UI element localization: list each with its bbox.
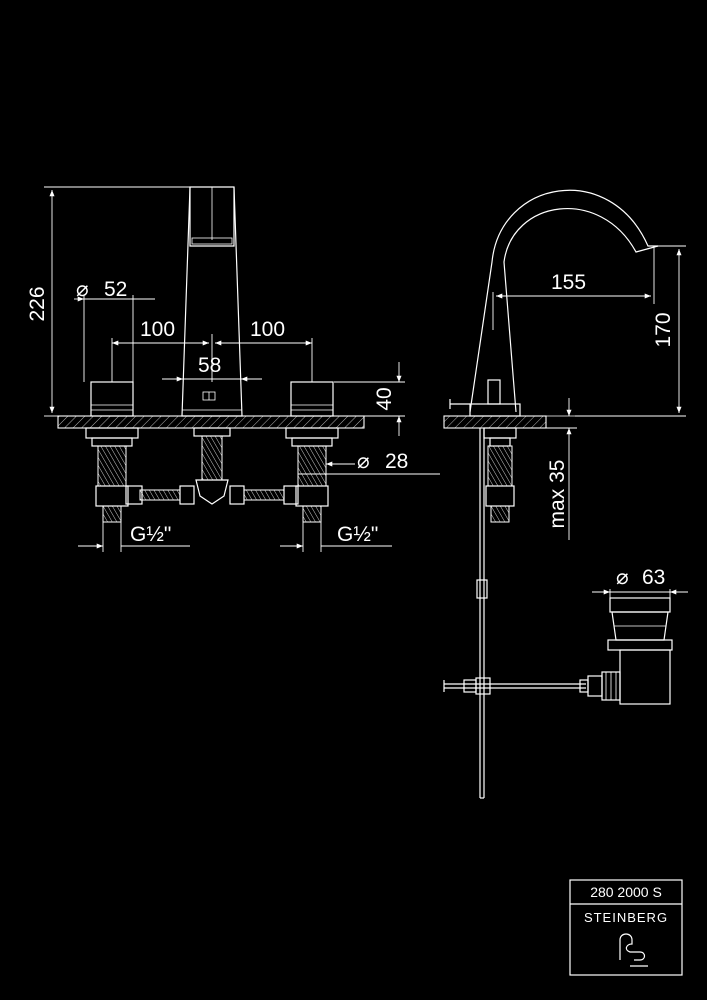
spout-front — [181, 186, 243, 417]
dim-155-label: 155 — [551, 271, 586, 294]
dim-connection-right: G½" — [280, 522, 392, 552]
dim-40: 40 — [334, 362, 405, 436]
dim-spacing: 100 100 — [111, 318, 313, 382]
title-block: 280 2000 S STEINBERG — [569, 879, 683, 976]
dim-28-label: 28 — [385, 450, 408, 473]
diameter-symbol-52: ⌀ — [76, 278, 89, 301]
spout-shank-underdeck — [193, 427, 231, 505]
dim-diameter-52: ⌀ 52 — [74, 278, 155, 382]
steinberg-logo-icon — [619, 933, 648, 967]
countertop-side — [443, 415, 547, 429]
valve-left-underdeck — [85, 427, 139, 523]
dim-g12-left-label: G½" — [130, 523, 171, 546]
countertop-front — [57, 415, 365, 429]
popup-rod — [443, 428, 586, 799]
underdeck-side — [483, 427, 517, 523]
dim-diameter-63: ⌀ 63 — [592, 566, 688, 598]
dim-40-label: 40 — [373, 387, 396, 410]
diameter-symbol-28: ⌀ — [357, 450, 370, 473]
brand-name: STEINBERG — [584, 910, 668, 925]
dim-58-label: 58 — [198, 354, 221, 377]
dim-max-35: max 35 — [546, 398, 577, 540]
product-code: 280 2000 S — [590, 884, 662, 900]
handle-left-front — [90, 381, 134, 417]
spout-side — [449, 189, 659, 417]
dim-100-left-label: 100 — [140, 318, 175, 341]
dim-diameter-28: ⌀ 28 — [298, 446, 440, 475]
dim-226: 226 — [26, 186, 190, 417]
handle-right-front — [290, 381, 334, 417]
dim-g12-right-label: G½" — [337, 523, 378, 546]
dim-170-label: 170 — [652, 312, 675, 347]
dim-max35-label: max 35 — [546, 460, 569, 529]
dim-100-right-label: 100 — [250, 318, 285, 341]
diameter-symbol-63: ⌀ — [616, 566, 629, 589]
dim-155: 155 — [492, 246, 655, 330]
side-view: 155 170 max 35 ⌀ 63 — [443, 189, 688, 799]
dim-226-label: 226 — [26, 286, 49, 321]
dim-52-label: 52 — [104, 278, 127, 301]
dim-58: 58 — [162, 354, 262, 382]
valve-right-underdeck — [285, 427, 339, 523]
waste-drain — [579, 597, 673, 705]
front-view: 226 ⌀ 52 100 100 58 — [26, 186, 440, 552]
dim-63-label: 63 — [642, 566, 665, 589]
dim-170: 170 — [575, 245, 686, 417]
dim-connection-left: G½" — [78, 522, 190, 552]
connecting-hoses — [125, 485, 299, 505]
